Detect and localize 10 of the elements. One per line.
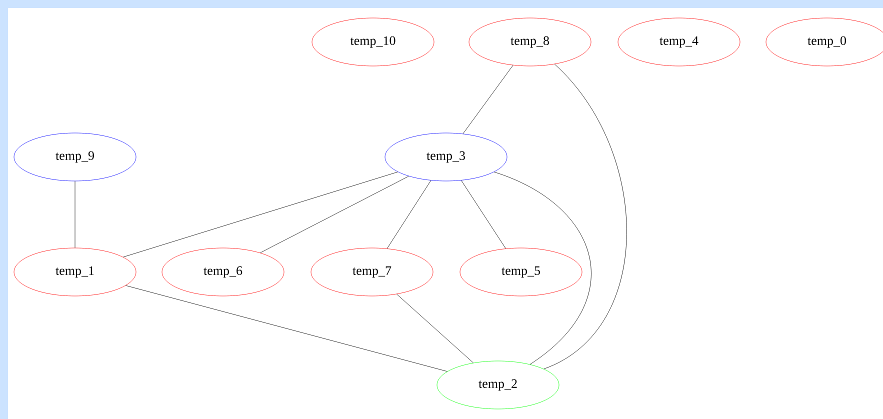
edge-line	[126, 285, 448, 372]
edge-line	[544, 64, 627, 370]
edge-line	[462, 65, 514, 134]
edge-line	[461, 180, 506, 249]
edge-line	[74, 181, 76, 248]
edge-line	[260, 176, 409, 253]
edge-line	[396, 294, 474, 364]
edge-line	[122, 172, 398, 258]
edge-line	[386, 180, 432, 249]
edge-line	[494, 172, 592, 365]
